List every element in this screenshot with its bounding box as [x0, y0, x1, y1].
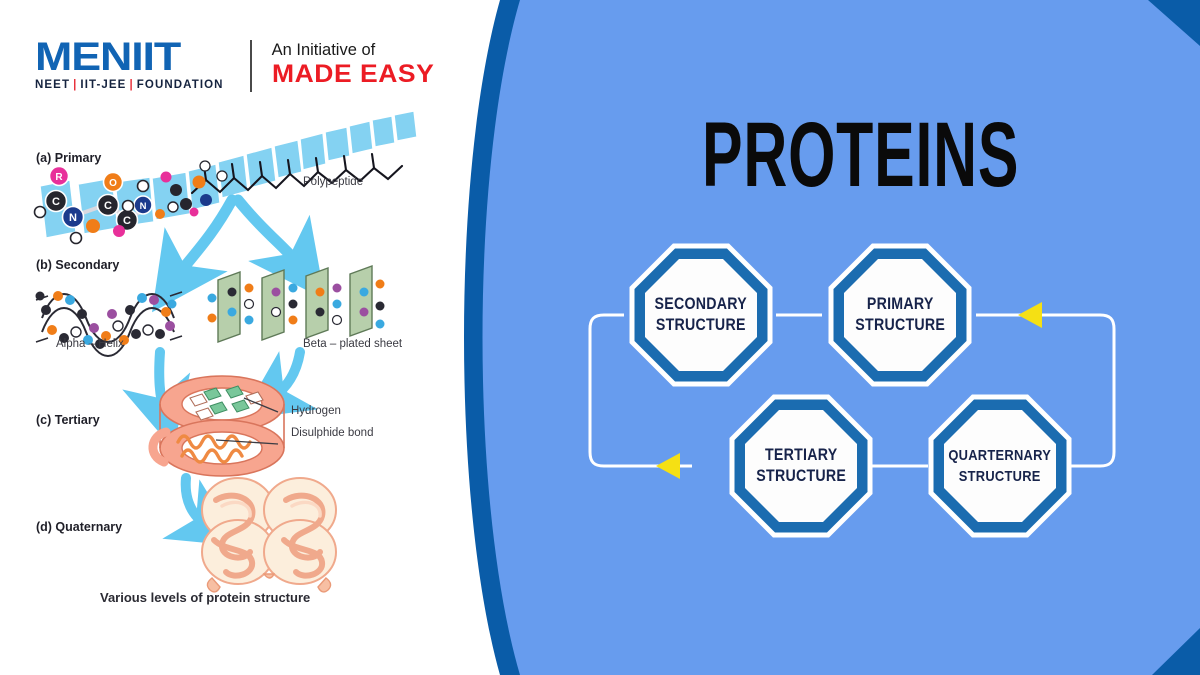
parent-brand-wordmark: MADE EASY	[271, 60, 434, 88]
node-tertiary-line1: TERTIARY	[764, 446, 838, 464]
logo-wordmark: MENIIT	[35, 35, 181, 79]
arrowhead-right	[1018, 302, 1042, 328]
node-primary-label: PRIMARY STRUCTURE	[855, 294, 945, 336]
primary-structure-graphic: R C N O C C N	[33, 110, 418, 313]
svg-text:O: O	[109, 178, 117, 189]
logo-divider	[249, 40, 252, 92]
annotation-disulphide-bond: Disulphide bond	[291, 427, 374, 439]
node-tertiary-label: TERTIARY STRUCTURE	[756, 445, 846, 487]
flowchart-connectors	[588, 302, 1116, 479]
diagram-caption: Various levels of protein structure	[100, 590, 311, 605]
initiative-label: An Initiative of	[271, 41, 376, 59]
octagon-shape-tertiary	[729, 394, 873, 538]
svg-text:C: C	[52, 196, 60, 208]
node-quarternary-label: QUARTERNARY STRUCTURE	[949, 445, 1052, 487]
logo-tagline: NEET|IIT-JEE|FOUNDATION	[35, 79, 224, 91]
logo-secondary: An Initiative of MADE EASY	[271, 38, 434, 88]
octagon-shape-secondary	[629, 243, 773, 387]
node-primary-structure[interactable]: PRIMARY STRUCTURE	[825, 240, 975, 390]
annotation-hydrogen: Hydrogen	[291, 405, 341, 417]
corner-wedge-top-right	[1148, 0, 1200, 46]
node-primary-line1: PRIMARY	[866, 295, 934, 313]
node-quarternary-structure[interactable]: QUARTERNARY STRUCTURE	[925, 391, 1075, 541]
connector-left-loop	[588, 313, 692, 468]
stage-label-tertiary: (c) Tertiary	[36, 413, 100, 427]
node-secondary-line1: SECONDARY	[654, 295, 748, 313]
tagline-separator-2: |	[129, 79, 134, 91]
structure-flowchart: SECONDARY STRUCTURE PRIMARY STRUCTURE TE…	[580, 230, 1200, 550]
corner-wedge-bottom-right	[1152, 628, 1200, 675]
node-quarternary-line1: QUARTERNARY	[948, 447, 1052, 464]
brand-logo: MENIIT NEET|IIT-JEE|FOUNDATION An Initia…	[35, 37, 434, 92]
beta-pleated-sheet-graphic	[122, 265, 385, 449]
annotation-alpha-helix: Alpha – Helix	[56, 338, 124, 350]
node-secondary-label: SECONDARY STRUCTURE	[655, 294, 747, 336]
tagline-iitjee: IIT-JEE	[80, 79, 127, 91]
node-primary-line2: STRUCTURE	[855, 316, 945, 334]
svg-text:R: R	[55, 172, 63, 183]
stage-label-quaternary: (d) Quaternary	[36, 520, 123, 534]
stage-label-primary: (a) Primary	[36, 151, 102, 165]
node-secondary-structure[interactable]: SECONDARY STRUCTURE	[626, 240, 776, 390]
tagline-separator-1: |	[73, 79, 78, 91]
node-tertiary-line2: STRUCTURE	[756, 467, 846, 485]
stage-label-secondary: (b) Secondary	[36, 258, 120, 272]
svg-text:N: N	[140, 201, 147, 212]
tagline-foundation: FOUNDATION	[136, 79, 224, 91]
svg-text:C: C	[123, 215, 131, 227]
page-title: PROTEINS	[702, 102, 1020, 206]
octagon-shape-primary	[828, 243, 972, 387]
tagline-neet: NEET	[35, 79, 71, 91]
svg-text:C: C	[104, 200, 112, 212]
tertiary-structure-graphic	[148, 375, 285, 547]
arrowhead-left	[656, 453, 680, 479]
alpha-helix-graphic	[35, 291, 183, 357]
annotation-polypeptide: Polypeptide	[303, 176, 364, 188]
svg-text:N: N	[69, 212, 77, 224]
node-quarternary-line2: STRUCTURE	[959, 468, 1041, 485]
annotation-beta-sheet: Beta – plated sheet	[303, 338, 403, 350]
octagon-shape-quarternary	[928, 394, 1072, 538]
node-secondary-line2: STRUCTURE	[656, 316, 746, 334]
connector-right-loop	[976, 313, 1116, 468]
node-tertiary-structure[interactable]: TERTIARY STRUCTURE	[726, 391, 876, 541]
logo-primary: MENIIT NEET|IIT-JEE|FOUNDATION	[35, 37, 224, 91]
quaternary-structure-graphic	[201, 477, 337, 593]
